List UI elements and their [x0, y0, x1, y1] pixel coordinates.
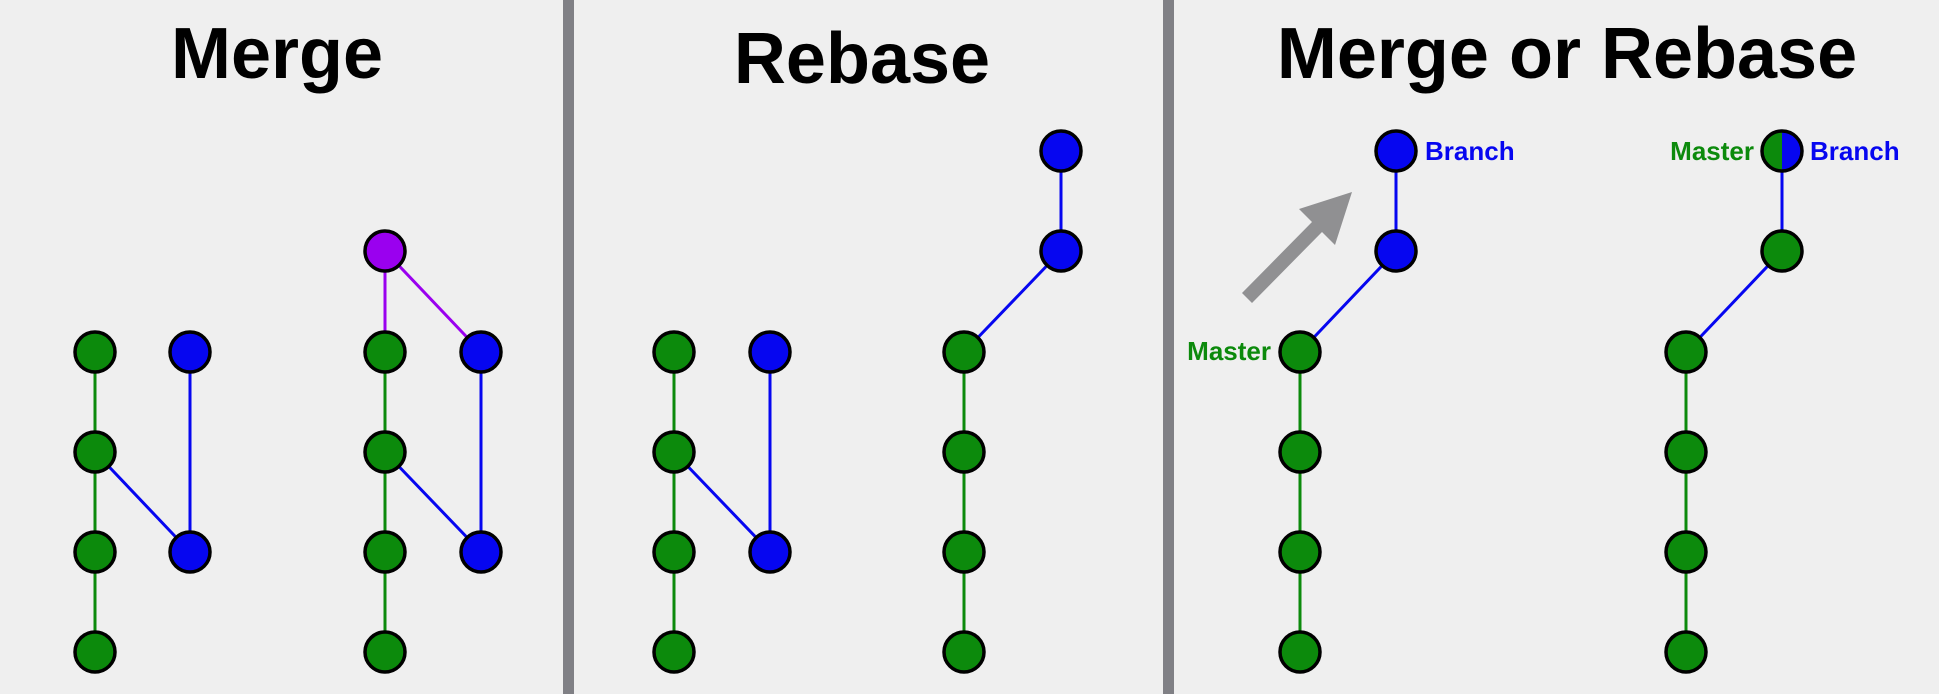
ff-after-master-commit [1664, 330, 1708, 374]
commit-nodes [73, 129, 1804, 674]
merge-commit [363, 229, 407, 273]
ff-before-branch-commit [1374, 229, 1418, 273]
merge-before-master-commit [73, 330, 117, 374]
rebase-after-master-commit [942, 330, 986, 374]
ff-before-branch-commit [1374, 129, 1418, 173]
ff-after-head-commit-master-half [1762, 131, 1782, 171]
rebase-before-branch-commit [748, 330, 792, 374]
merge-before-master-commit [73, 630, 117, 674]
ff-after-master-commit [1760, 229, 1804, 273]
merge-after-branch-edge [383, 450, 483, 554]
rebase-after-master-commit [942, 530, 986, 574]
rebase-before-master-commit [652, 530, 696, 574]
merge-before-branch-commit [168, 530, 212, 574]
merge-before-master-commit [73, 430, 117, 474]
ff-before-master-commit [1278, 330, 1322, 374]
merge-before-branch-commit [168, 330, 212, 374]
merge-after-master-commit [363, 530, 407, 574]
ff-after-head-commit-ring [1760, 129, 1804, 173]
ff-after-branch-edge [1684, 249, 1784, 354]
ff-before-master-commit [1278, 430, 1322, 474]
merge-after-master-commit [363, 430, 407, 474]
merge-before-branch-edge [93, 450, 192, 554]
merge-after-master-commit [363, 330, 407, 374]
ff-before-master-commit [1278, 530, 1322, 574]
ff-after-head-commit-branch-half [1782, 131, 1802, 171]
rebase-after-master-commit [942, 630, 986, 674]
ff-after-master-commit [1664, 430, 1708, 474]
ff-after-master-commit [1664, 530, 1708, 574]
rebase-before-master-commit [652, 630, 696, 674]
rebase-after-branch-commit [1039, 229, 1083, 273]
fast-forward-arrow [1242, 192, 1352, 303]
divider-left [563, 0, 574, 694]
ff-before-branch-edge [1298, 249, 1398, 354]
rebase-after-branch-commit [1039, 129, 1083, 173]
master-label-left: Master [1187, 336, 1271, 366]
ff-after-head-commit [1760, 129, 1804, 173]
rebase-after-branch-edge [962, 249, 1063, 354]
rebase-title: Rebase [734, 19, 990, 99]
merge-after-master-commit [363, 630, 407, 674]
rebase-after-master-commit [942, 430, 986, 474]
rebase-before-branch-commit [748, 530, 792, 574]
merge-after-merge-edge [383, 249, 483, 354]
rebase-before-branch-edge [672, 450, 772, 554]
merge-after-branch-commit [459, 330, 503, 374]
rebase-before-master-commit [652, 430, 696, 474]
merge-before-master-commit [73, 530, 117, 574]
ff-before-master-commit [1278, 630, 1322, 674]
branch-label-right: Branch [1810, 136, 1900, 166]
rebase-before-master-commit [652, 330, 696, 374]
merge-or-rebase-title: Merge or Rebase [1277, 14, 1857, 94]
master-label-right: Master [1670, 136, 1754, 166]
merge-title: Merge [171, 14, 383, 94]
ff-after-master-commit [1664, 630, 1708, 674]
divider-right [1163, 0, 1174, 694]
branch-label-left: Branch [1425, 136, 1515, 166]
merge-after-branch-commit [459, 530, 503, 574]
